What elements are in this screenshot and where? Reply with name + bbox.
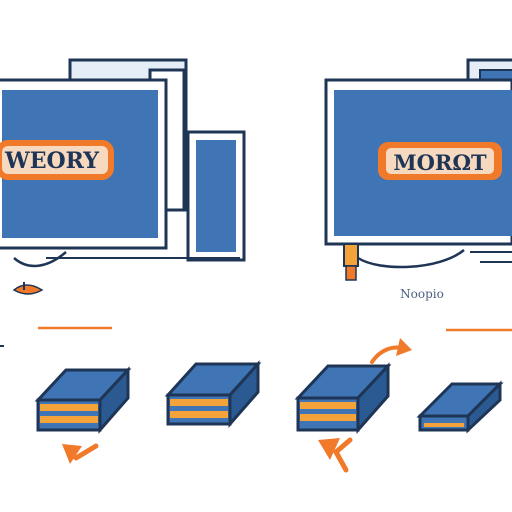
left-plug-icon <box>12 284 44 295</box>
hard-drive-icon <box>34 366 132 434</box>
hard-drive-icon <box>164 360 262 428</box>
right-monitor-stand <box>343 243 359 267</box>
right-caption: Noopio <box>400 287 444 301</box>
curved-arrow-icon <box>370 338 412 364</box>
hard-drive-icon <box>294 362 392 434</box>
hard-drive-icon <box>416 380 504 434</box>
right-monitor-group: MORΩT Noopio <box>324 58 512 301</box>
right-banner-text: MORΩT <box>393 150 487 175</box>
left-side-window-screen <box>196 140 236 252</box>
curved-arrow-icon <box>62 443 99 464</box>
left-monitor-group: WEORY <box>0 58 246 295</box>
left-banner-text: WEORY <box>4 148 99 174</box>
left-monitor-cable <box>13 251 67 268</box>
curved-arrow-icon <box>318 437 353 473</box>
right-monitor-cable <box>357 249 465 269</box>
